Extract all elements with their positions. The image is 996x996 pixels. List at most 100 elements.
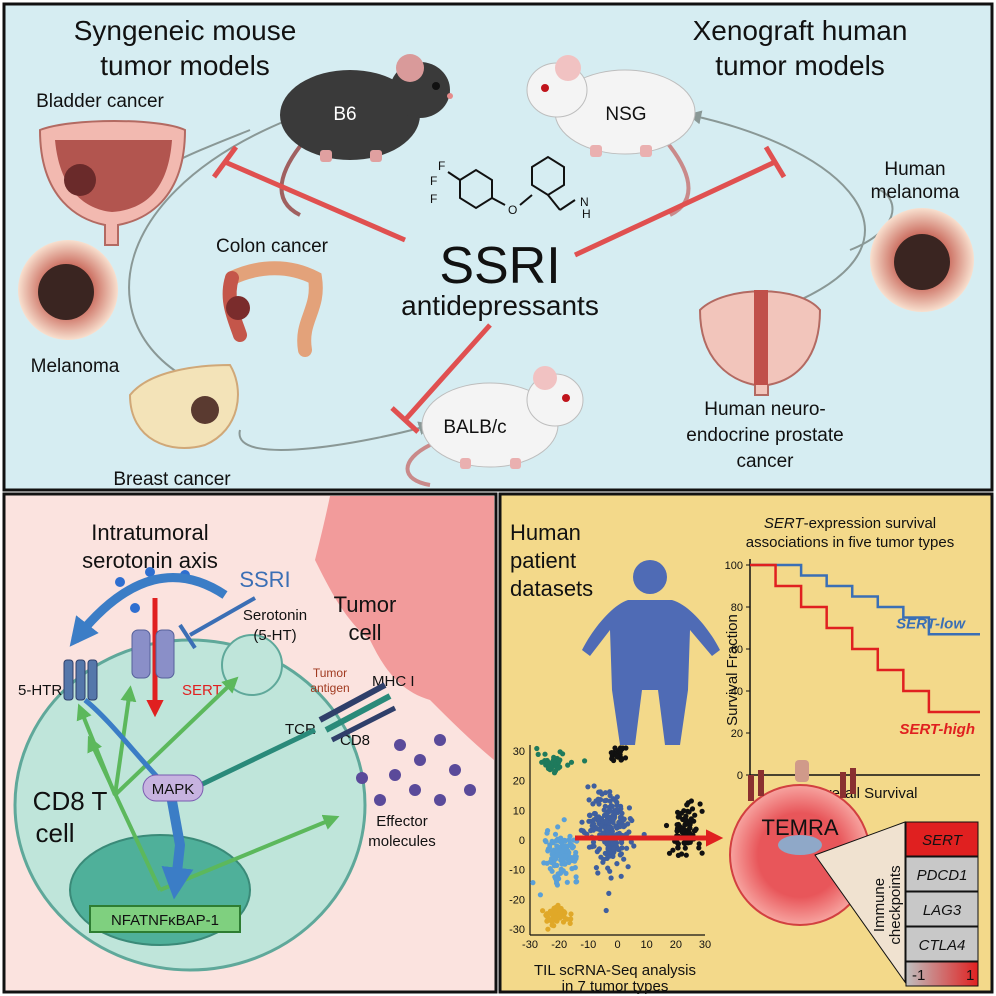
tsne-x-tick-label: 20 — [670, 939, 682, 951]
tsne-point — [610, 819, 616, 826]
mapk-label: MAPK — [152, 781, 195, 798]
tsne-point — [567, 920, 573, 927]
tsne-x-tick-label: -20 — [551, 939, 567, 951]
tsne-point — [545, 759, 551, 765]
tsne-point — [579, 819, 585, 825]
survival-y-tick-label: 20 — [731, 728, 743, 740]
tsne-point — [615, 846, 621, 852]
tsne-point — [561, 817, 567, 823]
transcription-factor-label: NFATNFκBAP-1 — [111, 912, 219, 929]
tsne-point — [599, 791, 605, 797]
tsne-point — [582, 758, 588, 764]
tsne-y-tick-label: -30 — [509, 924, 525, 936]
human-melanoma-label-line2: melanoma — [871, 182, 960, 203]
checkpoint-row-ctla4 — [905, 926, 979, 962]
checkpoint-row-sert — [905, 821, 979, 857]
tsne-point — [600, 830, 606, 836]
balbc-label: BALB/c — [443, 417, 506, 438]
survival-title-rest: -expression survival — [804, 515, 937, 532]
syngeneic-title-line2: tumor models — [100, 50, 270, 81]
tsne-point — [548, 858, 554, 865]
tsne-point — [605, 845, 611, 851]
tsne-point — [562, 910, 568, 916]
tsne-point — [573, 854, 579, 860]
tsne-point — [590, 821, 597, 827]
tsne-point — [607, 849, 613, 855]
survival-title-italic: SERT — [764, 515, 806, 532]
tsne-point — [563, 853, 569, 859]
tsne-point — [550, 907, 556, 914]
tsne-point — [606, 853, 613, 859]
tsne-point — [683, 852, 689, 858]
tsne-point — [591, 843, 597, 849]
xenograft-title-line2: tumor models — [715, 50, 885, 81]
patients-title-line3: datasets — [510, 576, 593, 601]
tsne-point — [596, 846, 602, 853]
tsne-point — [674, 822, 680, 828]
survival-title-line1: SERT-expression survival — [764, 515, 936, 532]
survival-y-tick-label: 40 — [731, 686, 743, 698]
tsne-point — [614, 802, 620, 808]
tsne-point — [547, 763, 553, 769]
transcription-factor-box — [89, 905, 241, 933]
color-scale-bar — [905, 961, 979, 987]
checkpoint-row-pdcd1 — [905, 856, 979, 892]
effector-molecules — [356, 734, 476, 806]
tsne-point — [591, 817, 597, 823]
tsne-point — [692, 827, 698, 834]
prostate-icon — [698, 290, 822, 396]
checkpoint-label-ctla4: CTLA4 — [919, 937, 966, 954]
tsne-point — [562, 846, 568, 852]
tsne-point — [550, 840, 556, 846]
tsne-point — [617, 814, 623, 821]
tsne-point — [557, 912, 563, 918]
tsne-point — [586, 797, 592, 803]
tsne-point — [619, 810, 625, 816]
survival-y-tick-label: 60 — [731, 644, 743, 656]
survival-legend-sert-high: SERT-high — [899, 721, 975, 738]
balbc-mouse-icon — [405, 366, 584, 487]
tsne-point — [539, 759, 545, 765]
tsne-point — [573, 849, 579, 856]
tsne-point — [618, 873, 624, 879]
tsne-point — [697, 801, 703, 807]
tsne-y-tick-label: -10 — [509, 865, 525, 877]
tsne-caption-line1: TIL scRNA-Seq analysis — [534, 962, 696, 979]
tsne-point — [549, 868, 555, 874]
cd8-t-cell-label-line1: CD8 T — [33, 786, 108, 816]
tsne-point — [555, 902, 561, 908]
tsne-point — [585, 784, 591, 790]
tsne-point — [568, 916, 574, 922]
tumor-antigen-label-line2: antigen — [310, 681, 349, 695]
tsne-point — [625, 821, 631, 827]
tsne-x-tick-label: -30 — [522, 939, 538, 951]
tsne-point — [595, 870, 601, 876]
tsne-point — [614, 831, 621, 837]
tsne-point — [682, 845, 688, 851]
tsne-point — [596, 797, 602, 803]
tsne-point — [696, 841, 702, 847]
tsne-point — [699, 808, 705, 814]
breast-cancer-label: Breast cancer — [113, 469, 231, 490]
molecule-atom-n: N — [580, 195, 589, 209]
molecule-atom-f2: F — [438, 159, 445, 173]
tsne-point — [534, 745, 540, 752]
immune-label-line2: checkpoints — [887, 865, 904, 944]
sert-transporter-icon — [131, 629, 175, 679]
tsne-point — [544, 830, 550, 836]
colon-icon — [222, 261, 323, 357]
molecule-atom-f1: F — [430, 174, 437, 188]
tsne-point — [545, 846, 552, 852]
tsne-point — [544, 918, 550, 924]
tsne-point — [564, 879, 570, 885]
tsne-y-tick-label: -20 — [509, 894, 525, 906]
tsne-point — [602, 803, 608, 810]
tsne-point — [689, 806, 696, 812]
tsne-point — [590, 801, 596, 807]
tsne-point — [675, 809, 681, 816]
tsne-caption-line2: in 7 tumor types — [562, 978, 669, 995]
effector-label-line2: molecules — [368, 833, 436, 850]
tsne-point — [593, 865, 600, 871]
tsne-point — [537, 892, 544, 898]
